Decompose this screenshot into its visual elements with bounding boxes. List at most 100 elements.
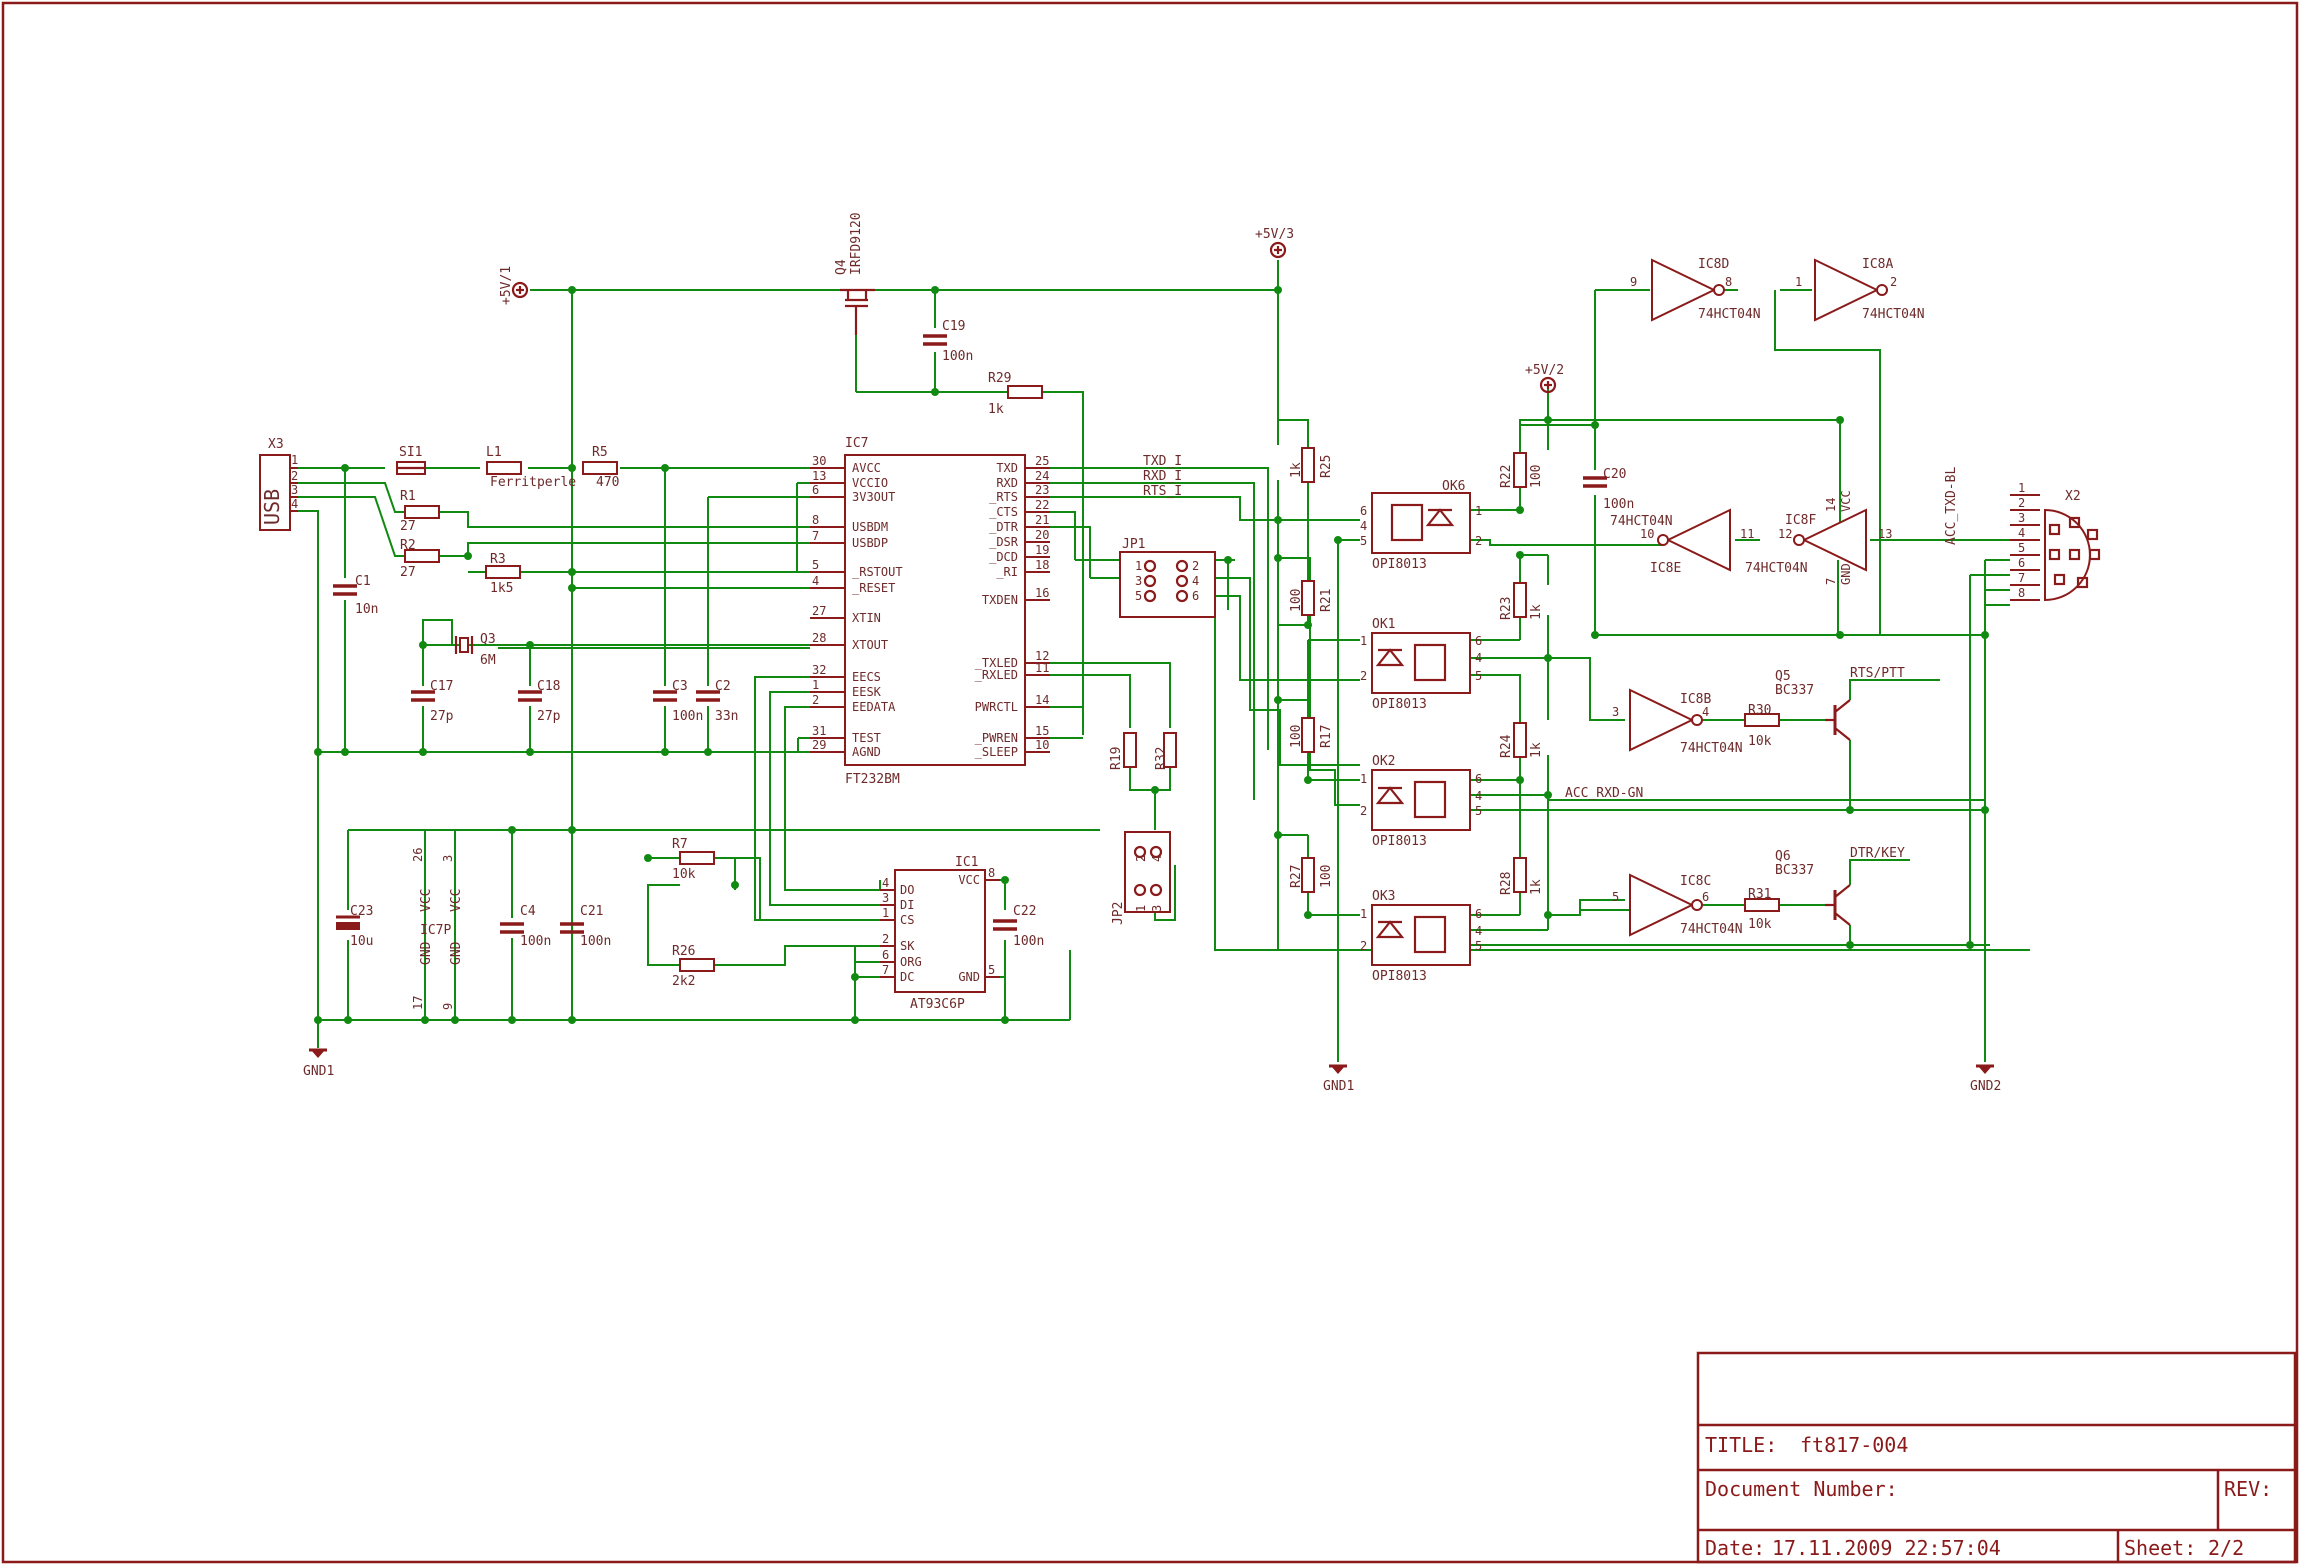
schematic-label: IC8A — [1862, 257, 1893, 272]
schematic-label: 5 — [1475, 939, 1482, 953]
schematic-label: 8 — [1725, 275, 1732, 289]
resistor-r31: R31 10k — [1744, 887, 1780, 932]
schematic-label: 33n — [715, 709, 738, 724]
schematic-label: OK2 — [1372, 754, 1395, 769]
schematic-label: 3 — [1150, 905, 1164, 912]
schematic-label: 2 — [1475, 534, 1482, 548]
schematic-label: 3 — [1612, 705, 1619, 719]
ic7-pin-name: _RI — [996, 565, 1018, 579]
usb-connector-x3: X3 USB 1 2 3 4 — [259, 437, 298, 531]
inverter-ic8c: IC8C 74HCT04N 5 6 — [1612, 874, 1743, 937]
schematic-label: 5 — [1475, 804, 1482, 818]
ic7-pin-number: 4 — [812, 574, 819, 588]
ic7-pin-number: 5 — [812, 558, 819, 572]
schematic-label: R23 — [1499, 597, 1514, 620]
schematic-label: C20 — [1603, 467, 1626, 482]
ic1-pin-number: 2 — [882, 932, 889, 946]
ic1-pin-number: 7 — [882, 963, 889, 977]
resistor-r5: R5 470 — [582, 445, 619, 490]
schematic-label: 1 — [1795, 275, 1802, 289]
schematic-label: 5 — [1135, 589, 1142, 603]
ic7-pin-name: EESK — [852, 685, 882, 699]
schematic-label: 2k2 — [672, 974, 695, 989]
ic1-pin-name: DI — [900, 898, 914, 912]
schematic-label: 4 — [291, 497, 298, 511]
schematic-label: R31 — [1748, 887, 1771, 902]
schematic-label: 100n — [580, 934, 611, 949]
schematic-label: 4 — [1360, 519, 1367, 533]
resistor-r26: R26 2k2 — [672, 944, 715, 989]
schematic-label: RXD_I — [1143, 469, 1182, 484]
ic7-pin-number: 21 — [1035, 513, 1049, 527]
schematic-label: C21 — [580, 904, 603, 919]
schematic-label: R3 — [490, 552, 506, 567]
schematic-label: Ferritperle — [490, 475, 576, 490]
ic7-pin-name: _SLEEP — [975, 745, 1018, 759]
schematic-label: +5V/1 — [499, 266, 514, 305]
ic7-pin-number: 19 — [1035, 543, 1049, 557]
schematic-label: C1 — [355, 574, 371, 589]
sheet-label: Sheet: — [2124, 1536, 2196, 1560]
schematic-label: Q5 — [1775, 669, 1791, 684]
schematic-label: ACC_RXD-GN — [1565, 786, 1643, 801]
schematic-label: 1 — [1134, 905, 1148, 912]
schematic-label: C22 — [1013, 904, 1036, 919]
resistor-r17: 100 R17 — [1289, 717, 1334, 753]
capacitor-c4: C4 100n — [498, 904, 551, 949]
net-labels: TXD_I RXD_I RTS_I ACC_RXD-GN ACC_TXD-BL … — [1143, 454, 1959, 861]
ic7-pin-number: 22 — [1035, 498, 1049, 512]
x2-pin-number: 2 — [2018, 496, 2025, 510]
resistor-r28: R28 1k — [1499, 857, 1544, 895]
schematic-label: R5 — [592, 445, 608, 460]
schematic-label: GND2 — [1970, 1079, 2001, 1094]
capacitor-c1: C1 10n — [331, 574, 378, 617]
schematic-label: 10k — [1748, 734, 1772, 749]
schematic-label: 100 — [1289, 589, 1304, 612]
schematic-label: 100 — [1319, 865, 1334, 888]
schematic-label: 9 — [441, 1003, 455, 1010]
schematic-label: GND1 — [303, 1064, 334, 1079]
junctions — [314, 286, 1989, 1024]
schematic-label: IC7 — [845, 436, 868, 451]
capacitor-c21: C21 100n — [558, 904, 611, 949]
inverter-ic8d: IC8D 74HCT04N 9 8 — [1630, 257, 1761, 322]
schematic-label: 2 — [1360, 669, 1367, 683]
jumper-jp1: JP1 1 2 3 4 5 6 — [1119, 537, 1216, 618]
schematic-label: 74HCT04N — [1680, 741, 1743, 756]
inverter-ic8a: IC8A 74HCT04N 1 2 — [1795, 257, 1925, 322]
x2-pin-number: 8 — [2018, 586, 2025, 600]
fuse-si1: SI1 — [396, 445, 426, 475]
schematic-label: 5 — [1612, 890, 1619, 904]
capacitor-c2: C2 33n — [694, 679, 738, 724]
ic7-pin-number: 30 — [812, 454, 826, 468]
title-value: ft817-004 — [1800, 1433, 1908, 1457]
schematic-label: 1 — [1360, 634, 1367, 648]
schematic-label: 10n — [355, 602, 378, 617]
schematic-label: GND — [1839, 563, 1853, 585]
schematic-label: FT232BM — [845, 772, 900, 787]
ic1-pin-name: DO — [900, 883, 914, 897]
schematic-label: R22 — [1499, 465, 1514, 488]
mosfet-q4: Q4 IRFD9120 — [834, 212, 875, 335]
schematic-label: 27p — [430, 709, 454, 724]
schematic-label: 5 — [1360, 534, 1367, 548]
schematic-label: 27 — [400, 565, 416, 580]
schematic-label: 100 — [1289, 725, 1304, 748]
schematic-label: 1k — [1529, 742, 1544, 758]
schematic-label: 1k5 — [490, 581, 513, 596]
schematic-label: 10k — [672, 867, 696, 882]
resistor-r30: R30 10k — [1744, 703, 1780, 749]
inverter-ic8e: IC8E 74HCT04N 11 10 — [1610, 509, 1754, 576]
schematic-label: VCC — [419, 889, 434, 912]
schematic-label: 6M — [480, 653, 496, 668]
schematic-label: OK3 — [1372, 889, 1395, 904]
schematic-label: R24 — [1499, 734, 1514, 758]
schematic-label: VCC — [1839, 490, 1853, 512]
schematic-label: 2 — [291, 469, 298, 483]
ic7-pin-name: PWRCTL — [975, 700, 1018, 714]
schematic-label: +5V/3 — [1255, 227, 1294, 242]
